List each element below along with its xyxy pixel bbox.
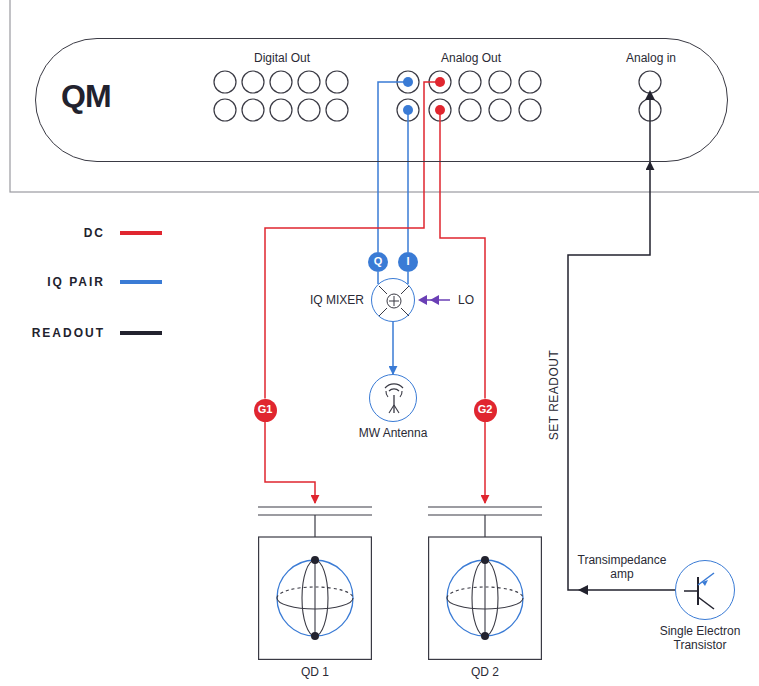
mw-antenna: MW Antenna [369,374,417,422]
wire-connector [377,162,379,252]
badge-text: G2 [478,403,493,416]
wire-connector [407,272,409,284]
wire-connector [484,422,486,504]
rack-frame [10,0,759,192]
node-label: IQ MIXER [310,293,364,307]
badge-text: Q [374,255,383,268]
port-group-label: Analog in [626,51,676,65]
legend-swatch [120,280,162,284]
quantum-dot: QD 1 [258,503,372,660]
node-label: Single Electron Transistor [650,624,750,653]
wire-connector [265,162,424,399]
wire-connector [392,322,394,374]
legend-swatch [120,231,162,235]
wire-connector [407,162,409,252]
signal-badge: I [398,252,418,272]
badge-text: I [406,255,409,268]
port-dots [403,77,445,115]
panel-wires [378,82,655,162]
quantum-dot-symbol [258,503,372,660]
port-circles [214,71,661,121]
annotation-label: LO [458,293,474,307]
legend-text: IQ PAIR [47,275,105,289]
legend-text: DC [84,226,105,240]
antenna-symbol [370,375,418,423]
mixer-symbol [372,279,416,323]
wire-connector [265,422,315,504]
lo-arrow [418,295,450,305]
signal-badge: Q [368,252,388,272]
gate-badge: G2 [474,399,497,422]
gate-badge: G1 [254,399,277,422]
node-label: QD 1 [301,665,329,679]
iq-mixer: IQ MIXER [371,278,415,322]
brand-logo: QM [61,77,111,115]
edge-label: SET READOUT [547,350,561,441]
legend-swatch [120,331,162,335]
badge-text: G1 [258,403,273,416]
wire-connector [440,162,485,399]
transistor-symbol [676,561,736,621]
node-label: MW Antenna [359,426,428,440]
legend-text: READOUT [32,326,105,340]
quantum-dot-symbol [428,503,542,660]
instrument-panel: QM Digital Out Analog Out Analog in [35,38,728,162]
node-label: QD 2 [471,665,499,679]
quantum-dot: QD 2 [428,503,542,660]
port-group-label: Digital Out [254,51,310,65]
wire-connector [568,162,675,590]
port-group-label: Analog Out [441,51,501,65]
single-electron-transistor: Single Electron Transistor [675,560,735,620]
annotation-label: Transimpedance amp [574,553,670,582]
